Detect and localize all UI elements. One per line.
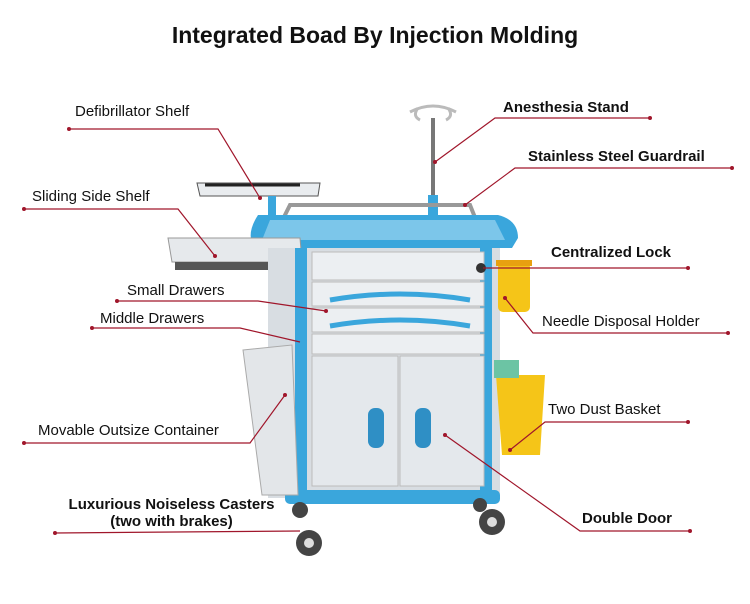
label-sliding-side-shelf: Sliding Side Shelf (32, 188, 150, 205)
label-casters-line1: Luxurious Noiseless Casters (68, 496, 275, 513)
label-movable-container: Movable Outsize Container (38, 422, 219, 439)
label-middle-drawers: Middle Drawers (100, 310, 205, 327)
leader-dots (22, 116, 734, 535)
label-casters-line2: (two with brakes) (110, 513, 233, 530)
page-title: Integrated Boad By Injection Molding (171, 22, 579, 48)
label-guardrail: Stainless Steel Guardrail (528, 148, 705, 165)
label-casters: Luxurious Noiseless Casters (two with br… (64, 496, 279, 530)
label-small-drawers: Small Drawers (127, 282, 225, 299)
defibrillator-shelf-graphic (196, 182, 321, 218)
label-anesthesia-stand: Anesthesia Stand (503, 99, 629, 116)
anesthesia-stand-graphic (409, 104, 457, 220)
label-dust-basket: Two Dust Basket (548, 401, 661, 418)
label-needle-holder: Needle Disposal Holder (542, 313, 700, 330)
label-defibrillator-shelf: Defibrillator Shelf (75, 103, 190, 120)
casters-graphic (292, 498, 505, 556)
leader-lines (24, 117, 732, 534)
label-double-door: Double Door (582, 510, 672, 527)
label-centralized-lock: Centralized Lock (551, 244, 672, 261)
